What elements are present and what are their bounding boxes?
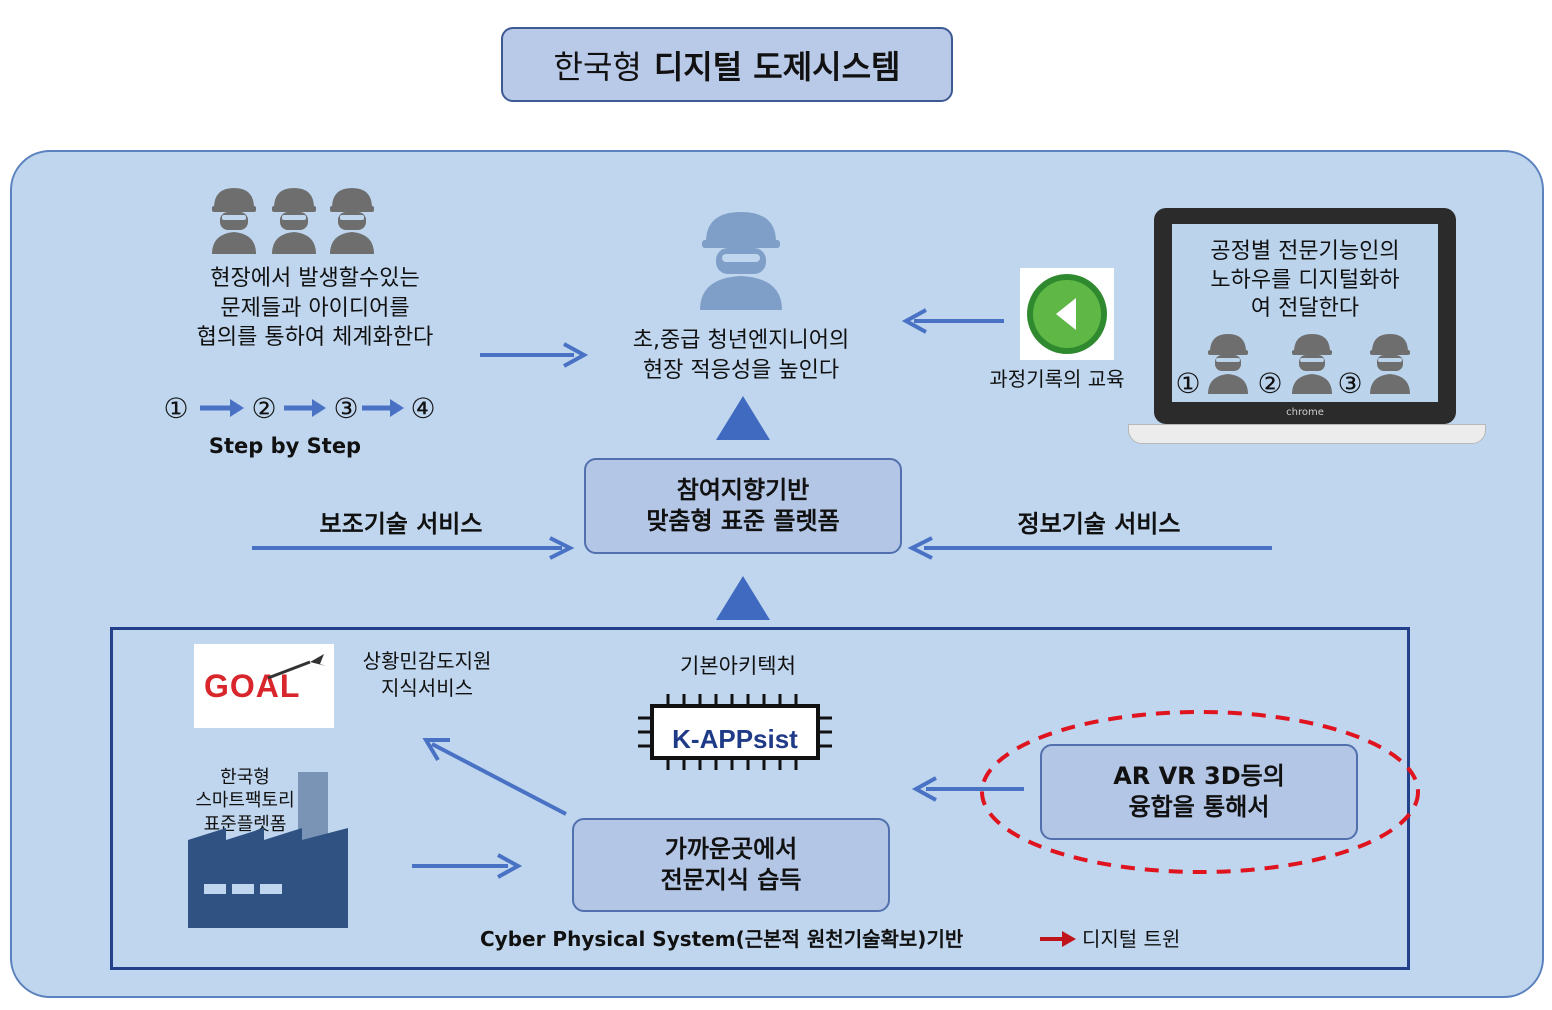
ar-vr-line: AR VR 3D등의	[1113, 761, 1285, 790]
factory-caption: 한국형 스마트팩토리 표준플렛폼	[172, 766, 318, 836]
goal-logo: GOAL	[194, 644, 334, 728]
laptop-step-3: ③	[1337, 367, 1363, 400]
ar-vr-box: AR VR 3D등의 융합을 통해서	[1040, 744, 1358, 840]
dashed-highlight-ellipse	[980, 710, 1420, 874]
worker-icon	[1208, 334, 1248, 394]
laptop-screen	[1172, 224, 1438, 402]
arrow-right-to-center	[901, 308, 1004, 334]
knowledge-line: 전문지식 습득	[660, 866, 802, 894]
laptop-workers-icon	[1208, 334, 1410, 394]
record-icon-bg	[1020, 268, 1114, 360]
chip-label: K-APPsist	[672, 724, 798, 754]
arrow-factory-to-knowledge	[412, 853, 523, 879]
worker-icon	[1292, 334, 1332, 394]
laptop-line: 노하우를 디지털화하	[1210, 267, 1400, 293]
left-service-label: 보조기술 서비스	[319, 510, 483, 538]
laptop-brand: chrome	[1286, 407, 1324, 418]
architecture-label: 기본아키텍처	[680, 654, 796, 678]
platform-line: 참여지향기반	[676, 475, 810, 504]
center-top-line: 초,중급 청년엔지니어의	[632, 328, 850, 353]
goal-logo-text: GOAL	[204, 668, 301, 704]
triangle-up-lower	[716, 576, 770, 620]
record-icon-label: 과정기록의 교육	[989, 367, 1125, 391]
top-left-line: 협의를 통하여 체계화한다	[196, 325, 434, 351]
step-arrows	[200, 399, 404, 417]
factory-icon	[188, 772, 348, 928]
diagram-title: 한국형 디지털 도제시스템	[501, 27, 953, 102]
goal-caption: 상황민감도지원 지식서비스	[332, 648, 522, 702]
goal-caption-line: 지식서비스	[381, 676, 473, 700]
triangle-up-upper	[716, 396, 770, 440]
top-left-line: 현장에서 발생할수있는	[210, 266, 420, 291]
arrow-knowledge-to-goal	[422, 738, 567, 816]
laptop-text: 공정별 전문기능인의 노하우를 디지털화하 여 전달한다	[1172, 238, 1438, 324]
worker-icon	[1370, 334, 1410, 394]
center-top-text: 초,중급 청년엔지니어의 현장 적응성을 높인다	[596, 326, 886, 385]
platform-line: 맞춤형 표준 플렛폼	[646, 507, 840, 535]
top-left-line: 문제들과 아이디어를	[220, 295, 410, 321]
title-regular: 한국형	[553, 47, 642, 86]
factory-caption-line: 한국형	[220, 767, 270, 788]
arrow-left-to-center	[480, 342, 589, 368]
worker-group-icon	[212, 188, 374, 254]
dart-icon	[267, 654, 326, 680]
play-back-icon	[1027, 274, 1107, 354]
center-top-line: 현장 적응성을 높인다	[642, 357, 840, 383]
laptop-line: 여 전달한다	[1250, 296, 1360, 322]
cps-panel	[110, 627, 1410, 970]
cps-footer-right: 디지털 트윈	[1082, 927, 1181, 951]
knowledge-box: 가까운곳에서 전문지식 습득	[572, 818, 890, 912]
step-3: ③	[333, 392, 359, 425]
arrow-ar-to-architecture	[911, 776, 1024, 802]
worker-icon	[330, 188, 374, 254]
right-service-label: 정보기술 서비스	[1017, 510, 1181, 538]
platform-box: 참여지향기반 맞춤형 표준 플렛폼	[584, 458, 902, 554]
worker-icon	[212, 188, 256, 254]
laptop-base	[1128, 424, 1486, 444]
step-1: ①	[163, 392, 189, 425]
engineer-icon	[700, 212, 782, 310]
knowledge-line: 가까운곳에서	[664, 834, 798, 863]
factory-caption-line: 스마트팩토리	[195, 790, 295, 812]
laptop-line: 공정별 전문기능인의	[1210, 239, 1400, 264]
top-left-text: 현장에서 발생할수있는 문제들과 아이디어를 협의를 통하여 체계화한다	[160, 264, 470, 353]
laptop-step-2: ②	[1257, 367, 1283, 400]
step-by-step-label: Step by Step	[208, 434, 362, 458]
arrow-right-service	[907, 536, 1272, 560]
red-arrow-icon	[1040, 931, 1076, 947]
step-4: ④	[410, 392, 436, 425]
arrow-left-service	[252, 536, 575, 560]
step-2: ②	[251, 392, 277, 425]
worker-icon	[272, 188, 316, 254]
goal-caption-line: 상황민감도지원	[362, 649, 492, 673]
cps-footer-left: Cyber Physical System(근본적 원천기술확보)기반	[480, 927, 964, 951]
chip-icon	[638, 694, 832, 770]
laptop-step-1: ①	[1175, 367, 1201, 400]
title-bold: 디지털 도제시스템	[653, 47, 901, 86]
ar-vr-line: 융합을 통해서	[1128, 793, 1270, 821]
